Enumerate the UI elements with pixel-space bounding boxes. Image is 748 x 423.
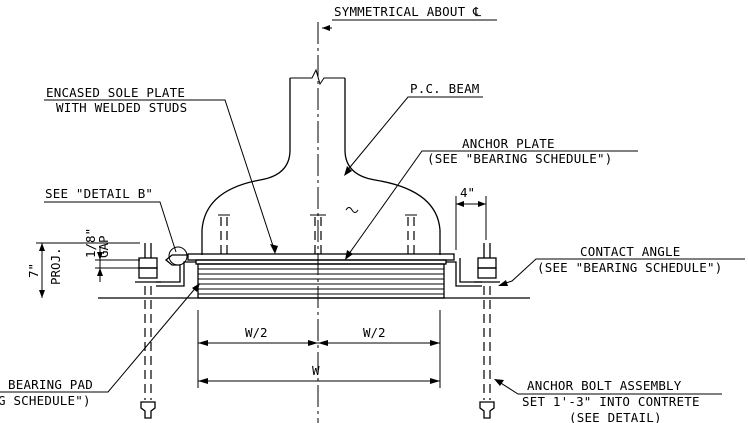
anchor-bolt-arrow [494, 379, 504, 386]
anchor-plate-arrow [345, 250, 353, 260]
beam-break-symbol [290, 68, 345, 86]
anchor-plate-label-line2: (SEE "BEARING SCHEDULE") [427, 151, 612, 166]
beam-section-mark [345, 207, 359, 213]
contact-angle-arrow [498, 280, 508, 286]
dimension-offset [455, 196, 487, 250]
bearing-pad-leader [0, 284, 199, 393]
encased-label-line2: WITH WELDED STUDS [56, 100, 187, 115]
half-width-label-right: W/2 [363, 325, 386, 340]
encased-label-line1: ENCASED SOLE PLATE [46, 85, 185, 100]
encased-leader [44, 99, 276, 253]
anchor-bolt-left [135, 243, 161, 419]
detail-b-clip [156, 254, 188, 283]
anchor-plate-label-line1: ANCHOR PLATE [462, 136, 555, 151]
anchor-plate-leader [345, 150, 638, 259]
contact-angle-left [156, 261, 196, 287]
welded-stud-left [218, 214, 230, 255]
contact-angle-label-line1: CONTACT ANGLE [580, 244, 680, 259]
width-label: W [312, 363, 320, 378]
pc-beam-arrow [344, 166, 352, 176]
bearing-pad [197, 263, 445, 299]
anchor-bolt-label-line3: (SEE DETAIL) [569, 410, 662, 423]
see-detail-leader [44, 201, 177, 253]
contact-angle-right [446, 261, 482, 287]
dimension-half-width [197, 310, 441, 388]
pc-beam-leader [345, 96, 483, 173]
gap-label: GAP [96, 235, 111, 258]
welded-stud-center [310, 214, 326, 255]
pc-beam-outline [201, 78, 441, 255]
pc-beam-label: P.C. BEAM [410, 81, 480, 96]
anchor-bolt-label-line1: ANCHOR BOLT ASSEMBLY [527, 378, 682, 393]
bearing-pad-label-line2: G SCHEDULE") [0, 393, 91, 408]
projection-value: 7" [26, 263, 41, 278]
dimension-width [198, 378, 440, 384]
sole-plate [187, 253, 455, 261]
symmetry-label: SYMMETRICAL ABOUT ℄ [334, 4, 482, 19]
half-width-label-left: W/2 [245, 325, 268, 340]
projection-label: PROJ. [48, 247, 63, 285]
offset-label: 4" [460, 185, 475, 200]
contact-angle-label-line2: (SEE "BEARING SCHEDULE") [537, 260, 722, 275]
symmetry-arrow [322, 25, 330, 31]
bearing-pad-arrow [192, 283, 200, 292]
anchor-bolt-right [474, 243, 500, 419]
bearing-pad-label-line1: BEARING PAD [8, 377, 93, 392]
dimension-projection [36, 242, 140, 298]
welded-stud-right [405, 214, 417, 255]
anchor-bolt-label-line2: SET 1'-3" INTO CONTRETE [522, 394, 700, 409]
anchor-bolt-leader [495, 379, 722, 395]
detail-b-callout-circle [168, 246, 188, 266]
see-detail-label: SEE "DETAIL B" [45, 186, 153, 201]
dimension-gap [95, 246, 140, 282]
encased-arrow [270, 244, 278, 254]
